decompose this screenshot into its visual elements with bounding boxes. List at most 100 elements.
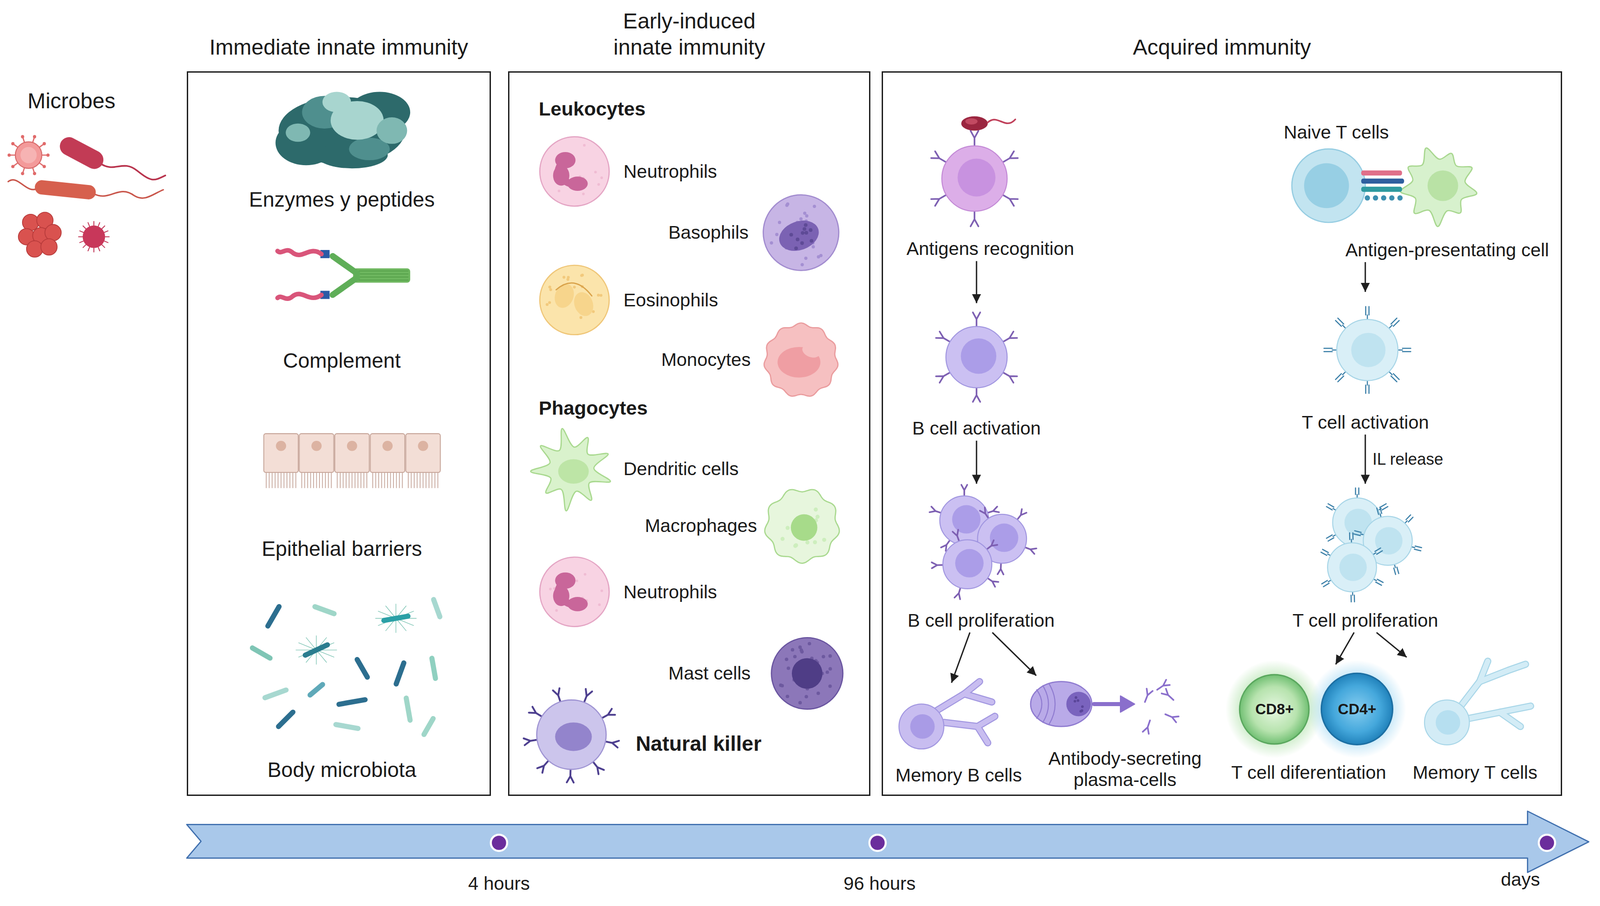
virus — [15, 141, 42, 169]
cilium — [410, 472, 412, 488]
innate-component: Body microbiota — [238, 586, 445, 783]
receptor — [1142, 720, 1151, 735]
neutrophil-body — [539, 557, 610, 627]
cilium — [416, 472, 418, 488]
process-stage: T cell activation — [1290, 292, 1440, 434]
timeline — [186, 811, 1589, 873]
granule — [573, 285, 576, 289]
enzyme-blob — [322, 92, 352, 113]
b-cell-body — [943, 539, 993, 589]
nucleus — [1374, 527, 1403, 555]
microbiota-rod — [252, 647, 270, 659]
complement-chain — [277, 294, 322, 299]
cilium — [407, 472, 409, 488]
t-cell-subset-circle: CD4+ — [1320, 672, 1394, 746]
virus-spike — [23, 137, 25, 143]
receptor — [1001, 194, 1018, 206]
stage-label: Antigens recognition — [906, 237, 1075, 260]
granule — [548, 300, 551, 304]
receptor — [604, 740, 620, 748]
bacterium — [34, 179, 97, 201]
costimulatory-dot — [1364, 195, 1371, 201]
cilium — [372, 472, 374, 488]
receptor — [952, 529, 960, 542]
nucleus — [1351, 332, 1386, 368]
nucleus — [1435, 710, 1461, 735]
cilium — [265, 472, 267, 488]
t-receptor — [1388, 318, 1400, 329]
nucleus — [957, 158, 996, 197]
edge-label-holder: IL release — [1370, 449, 1446, 469]
granule — [600, 589, 604, 592]
granule — [596, 293, 600, 297]
cilium — [280, 472, 282, 488]
acquired-cell-art — [898, 116, 1531, 759]
secretion-arrowhead — [1120, 695, 1135, 713]
vesicle — [805, 540, 810, 545]
process-stage: Memory T cells — [1403, 658, 1548, 784]
cilium — [396, 472, 398, 488]
nucleus-outline — [556, 282, 592, 296]
virus-spike-tip — [20, 171, 24, 176]
coccus-cluster — [22, 214, 39, 231]
cilium — [283, 472, 285, 488]
cell-label: Monocytes — [661, 348, 751, 371]
label-holder: days — [1500, 868, 1540, 891]
cd4-glow — [1308, 660, 1406, 759]
flow-arrow — [1376, 632, 1407, 658]
flagellum — [100, 163, 166, 180]
microbiota-rod — [424, 718, 434, 735]
nucleus-lobe — [567, 176, 588, 191]
virus-spike — [32, 137, 34, 143]
complement-stem — [352, 268, 411, 283]
granule — [799, 217, 803, 221]
receptor — [1024, 546, 1037, 554]
cilium — [422, 472, 424, 488]
virus-spike-tip — [20, 134, 24, 139]
receptor — [1001, 151, 1018, 163]
nucleus-notch — [800, 342, 823, 360]
stage-label: Memory T cells — [1412, 761, 1538, 784]
time-marker — [490, 834, 508, 851]
granule — [789, 232, 793, 237]
granule — [804, 256, 808, 260]
cell-branch — [964, 693, 992, 703]
receptor — [931, 151, 948, 163]
time-marker — [1538, 834, 1555, 851]
microbiota-rod — [264, 689, 287, 698]
microbiota-rod — [314, 606, 335, 614]
virus-spike-tip — [7, 153, 11, 157]
group-label: Microbes — [27, 87, 116, 115]
t-receptor — [1335, 370, 1347, 382]
granule — [793, 654, 797, 659]
granule — [786, 666, 791, 671]
stage-label: B cell proliferation — [907, 609, 1055, 632]
label-holder: Leukocytes — [538, 97, 646, 121]
tcr-mhc-bond — [1361, 170, 1402, 176]
bacterium — [56, 134, 107, 173]
cilium — [390, 472, 392, 488]
section-heading: Leukocytes — [538, 97, 646, 121]
granule — [809, 239, 814, 243]
t-receptor — [1326, 534, 1337, 542]
t-receptor — [1355, 487, 1359, 499]
cilium — [328, 472, 329, 488]
nucleus — [311, 440, 322, 452]
granule — [785, 694, 790, 699]
granule — [828, 654, 833, 658]
cell-label: Neutrophils — [623, 160, 717, 183]
cilium — [383, 472, 385, 488]
cell-type: Basophils — [663, 194, 844, 272]
nucleus — [1427, 170, 1459, 202]
receptor — [553, 688, 561, 703]
eosinophil-body — [539, 265, 610, 335]
illustration — [7, 92, 1589, 873]
costimulatory-dot — [1397, 195, 1403, 201]
phase-panel: Acquired immunityAntigens recognitionB c… — [881, 71, 1563, 796]
granule — [580, 273, 583, 277]
granule — [798, 701, 802, 705]
virus-spike — [41, 154, 47, 156]
virus-spike-tip — [11, 164, 15, 168]
granule — [821, 654, 826, 659]
innate-component: Epithelial barriers — [238, 424, 445, 562]
